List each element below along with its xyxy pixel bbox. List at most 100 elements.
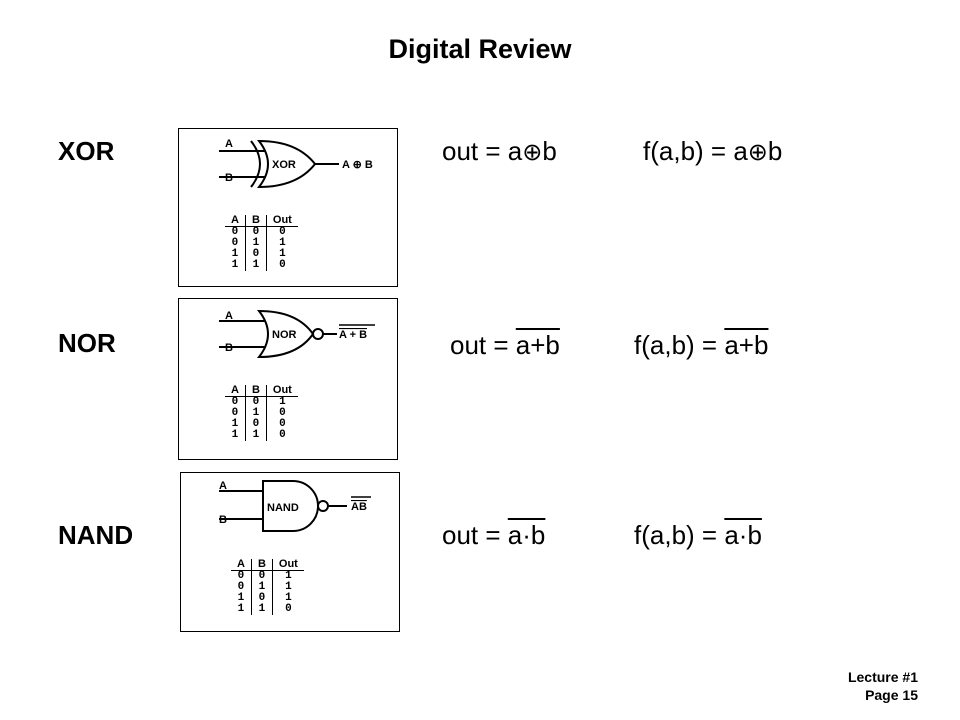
- table-cell: 0: [225, 408, 246, 419]
- xor-gate-diagram: A B XOR A ⊕ B: [219, 138, 373, 189]
- xor-operator: ⊕: [522, 139, 543, 166]
- table-cell: 0: [225, 396, 246, 408]
- table-cell: 0: [245, 419, 267, 430]
- xor-heading: XOR: [58, 136, 115, 166]
- table-header: A: [225, 385, 246, 397]
- nand-symbol-label: NAND: [267, 502, 299, 514]
- table-cell: 0: [279, 407, 286, 419]
- nor-symbol-label: NOR: [272, 329, 297, 341]
- table-header: Out: [266, 215, 298, 227]
- xor-f-expression: f(a,b) = a⊕b: [643, 136, 782, 167]
- nor-out-expression: out = a+b: [450, 330, 560, 361]
- xor-output-label: A ⊕ B: [342, 159, 373, 171]
- expr-prefix: out =: [450, 330, 516, 360]
- nand-input-a-label: A: [219, 480, 227, 492]
- nand-gate-diagram: A B NAND AB: [219, 480, 371, 532]
- nand-input-b-label: B: [219, 514, 227, 526]
- nor-output-label: A + B: [339, 329, 367, 341]
- table-cell: 1: [225, 260, 246, 271]
- xor-input-a-label: A: [225, 138, 233, 150]
- expr-var: a: [507, 136, 523, 166]
- table-header: B: [245, 215, 267, 227]
- table-cell: 0: [245, 396, 267, 408]
- footer: Lecture #1 Page 15: [848, 668, 918, 704]
- table-header: B: [245, 385, 267, 397]
- nand-f-expression: f(a,b) = a·b: [634, 520, 762, 551]
- table-cell: 0: [225, 238, 246, 249]
- nor-input-a-label: A: [225, 310, 233, 322]
- xor-out-expression: out = a⊕b: [442, 136, 557, 167]
- nor-heading: NOR: [58, 328, 116, 358]
- table-cell: 0: [285, 603, 292, 615]
- table-cell: 0: [231, 582, 252, 593]
- expr-prefix: f(a,b) =: [634, 330, 725, 360]
- expr-var: b: [767, 136, 783, 166]
- table-cell: 0: [279, 226, 286, 238]
- lecture-number: Lecture #1: [847, 669, 918, 685]
- table-cell: 1: [225, 249, 246, 260]
- table-header: A: [225, 215, 246, 227]
- xor-operator: ⊕: [747, 139, 768, 166]
- nand-heading: NAND: [58, 520, 134, 550]
- table-cell: 0: [251, 570, 273, 582]
- table-cell: 1: [251, 604, 273, 615]
- expr-prefix: f(a,b) =: [643, 136, 734, 166]
- xor-symbol-label: XOR: [272, 159, 296, 171]
- expr-var: a: [733, 136, 748, 166]
- table-cell: 0: [225, 226, 246, 238]
- expr-prefix: f(a,b) =: [634, 520, 725, 550]
- expr-overlined: a·b: [724, 520, 762, 550]
- expr-overlined: a+b: [724, 330, 769, 360]
- table-cell: 0: [231, 570, 252, 582]
- expr-overlined: a+b: [515, 330, 560, 360]
- xor-input-b-label: B: [225, 172, 233, 184]
- expr-prefix: out =: [442, 136, 508, 166]
- table-cell: 1: [285, 570, 292, 582]
- table-cell: 0: [279, 259, 286, 271]
- table-cell: 1: [225, 419, 246, 430]
- table-cell: 1: [245, 260, 267, 271]
- table-cell: 1: [245, 430, 267, 441]
- table-cell: 0: [279, 429, 286, 441]
- table-cell: 1: [279, 396, 286, 408]
- table-cell: 0: [251, 593, 273, 604]
- table-cell: 1: [225, 430, 246, 441]
- table-cell: 0: [245, 226, 267, 238]
- table-cell: 1: [245, 238, 267, 249]
- nor-f-expression: f(a,b) = a+b: [634, 330, 768, 361]
- table-header: Out: [272, 559, 304, 571]
- table-cell: 0: [245, 249, 267, 260]
- page-title: Digital Review: [388, 34, 572, 64]
- page-number: Page 15: [865, 687, 918, 703]
- nor-gate-diagram: A B NOR A + B: [219, 309, 375, 359]
- table-cell: 1: [285, 581, 292, 593]
- expr-overlined: a·b: [507, 520, 546, 550]
- table-cell: 1: [231, 604, 252, 615]
- table-header: A: [231, 559, 252, 571]
- nor-input-b-label: B: [225, 342, 233, 354]
- expr-var: b: [542, 136, 557, 166]
- table-header: B: [251, 559, 273, 571]
- expr-prefix: out =: [442, 520, 508, 550]
- table-cell: 1: [279, 248, 286, 260]
- nand-output-label: AB: [351, 501, 367, 513]
- table-cell: 1: [251, 582, 273, 593]
